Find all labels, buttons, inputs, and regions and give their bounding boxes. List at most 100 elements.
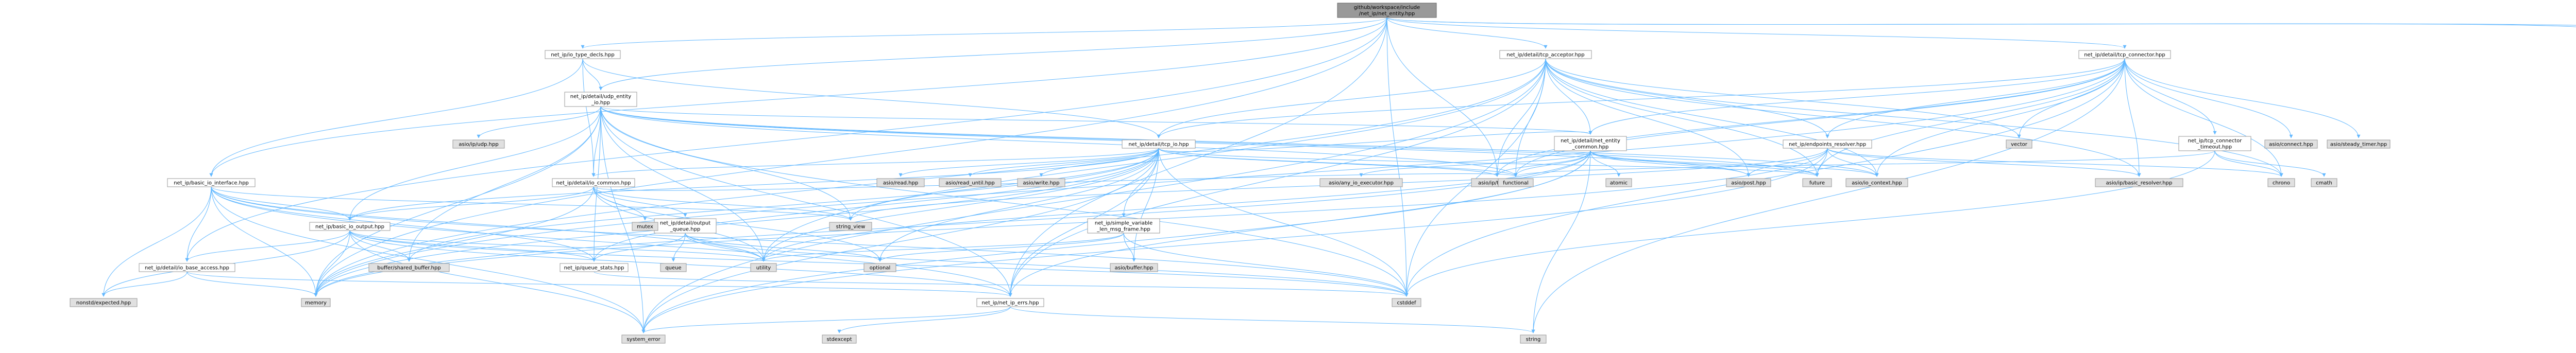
node-tcp-acceptor[interactable]: net_ip/detail/tcp_acceptor.hpp xyxy=(1499,50,1592,59)
node-root[interactable]: github/workspace/include/net_ip/net_enti… xyxy=(1337,3,1437,18)
edge-io_common-to-basic_io_output xyxy=(348,186,594,221)
edge-tcp_io-to-cstddef xyxy=(1158,148,1409,297)
edge-basic_io_output-to-memory xyxy=(314,230,350,297)
node-simple-variable-len[interactable]: net_ip/simple_variable_len_msg_frame.hpp xyxy=(1087,218,1160,234)
edge-basic_io_output-to-buffer_shared_buffer xyxy=(349,230,411,262)
node-tl-expected[interactable]: nonstd/expected.hpp xyxy=(70,298,138,307)
edge-udp_entity_io-to-system_error xyxy=(600,106,646,333)
node-atomic[interactable]: atomic xyxy=(1605,178,1632,187)
node-box xyxy=(1087,218,1160,234)
edge-udp_entity_io-to-asio_ip_udp xyxy=(477,106,601,138)
edge-net_entity_common-to-asio_post xyxy=(1590,150,1751,177)
edge-tcp_io-to-basic_io_output xyxy=(348,148,1159,221)
edge-tcp_io-to-functional xyxy=(1158,148,1518,177)
node-asio-post[interactable]: asio/post.hpp xyxy=(1726,178,1771,187)
node-future[interactable]: future xyxy=(1802,178,1832,187)
node-string-view[interactable]: string_view xyxy=(829,222,872,231)
node-cmath[interactable]: cmath xyxy=(2311,178,2337,187)
node-queue[interactable]: queue xyxy=(660,263,687,272)
node-asio-ip-basic-resolver[interactable]: asio/ip/basic_resolver.hpp xyxy=(2095,178,2183,187)
node-asio-write[interactable]: asio/write.hpp xyxy=(1017,178,1065,187)
edge-tcp_acceptor-to-tcp_io xyxy=(1157,58,1546,138)
edge-root-to-net_ip_errs xyxy=(1008,17,1387,297)
node-asio-ip-udp[interactable]: asio/ip/udp.hpp xyxy=(452,139,505,149)
node-udp-entity-io[interactable]: net_ip/detail/udp_entity_io.hpp xyxy=(564,92,637,107)
node-buffer-shared-buffer[interactable]: buffer/shared_buffer.hpp xyxy=(368,263,450,272)
edge-tcp_connector_timeout-to-functional xyxy=(1514,150,2215,177)
edge-io_type_decls-to-udp_entity_io xyxy=(582,58,603,91)
node-asio-any-io-executor[interactable]: asio/any_io_executor.hpp xyxy=(1319,178,1403,187)
node-label: future xyxy=(1809,181,1825,186)
edge-udp_entity_io-to-buffer_shared_buffer xyxy=(407,106,601,262)
node-string[interactable]: string xyxy=(1520,334,1547,344)
node-system-error[interactable]: system_error xyxy=(621,334,666,344)
node-functional[interactable]: functional xyxy=(1498,178,1534,187)
node-chrono[interactable]: chrono xyxy=(2267,178,2295,187)
node-net-ip-errs[interactable]: net_ip/net_ip_errs.hpp xyxy=(976,298,1044,307)
edge-udp_entity_io-to-basic_io_output xyxy=(348,106,601,221)
edge-tcp_connector-to-net_entity_common xyxy=(1588,58,2125,135)
edge-tcp_io-to-asio_read xyxy=(899,148,1159,177)
node-io-type-decls[interactable]: net_ip/io_type_decls.hpp xyxy=(545,50,621,59)
node-label: asio/any_io_executor.hpp xyxy=(1329,181,1394,186)
node-io-base-access[interactable]: net_ip/detail/io_base_access.hpp xyxy=(139,263,235,272)
node-asio-connect[interactable]: asio/connect.hpp xyxy=(2264,139,2318,149)
node-basic-io-interface[interactable]: net_ip/basic_io_interface.hpp xyxy=(167,178,256,187)
edge-tcp_acceptor-to-asio_ip_tcp xyxy=(1495,58,1546,177)
edge-tcp_io-to-asio_buffer xyxy=(1132,148,1159,262)
node-tcp-connector[interactable]: net_ip/detail/tcp_connector.hpp xyxy=(2078,50,2171,59)
node-output-queue[interactable]: net_ip/detail/output_queue.hpp xyxy=(654,218,717,234)
node-label: asio/post.hpp xyxy=(1731,181,1766,186)
node-optional[interactable]: optional xyxy=(863,263,896,272)
edge-basic_io_output-to-system_error xyxy=(349,230,646,333)
node-box xyxy=(2311,178,2337,187)
node-box xyxy=(368,263,450,272)
node-cstddef[interactable]: cstddef xyxy=(1392,298,1421,307)
node-io-common[interactable]: net_ip/detail/io_common.hpp xyxy=(552,178,635,187)
node-label: string_view xyxy=(836,224,866,230)
node-tcp-connector-timeout[interactable]: net_ip/tcp_connector_timeout.hpp xyxy=(2178,136,2251,151)
edge-net_entity_common-to-net_ip_errs xyxy=(1008,150,1591,297)
node-box xyxy=(70,298,138,307)
node-endpoints-resolver[interactable]: net_ip/endpoints_resolver.hpp xyxy=(1783,139,1872,149)
node-queue-stats[interactable]: net_ip/queue_stats.hpp xyxy=(560,263,629,272)
node-mutex[interactable]: mutex xyxy=(632,222,658,231)
node-label: _timeout.hpp xyxy=(2197,145,2232,150)
node-label: net_ip/detail/tcp_connector.hpp xyxy=(2084,52,2165,58)
node-box xyxy=(309,222,391,231)
node-asio-read-until[interactable]: asio/read_until.hpp xyxy=(939,178,1002,187)
edge-udp_entity_io-to-cstddef xyxy=(600,106,1409,297)
node-asio-steady-timer[interactable]: asio/steady_timer.hpp xyxy=(2327,139,2391,149)
edge-net_entity_common-to-string xyxy=(1531,150,1591,333)
dependency-edges xyxy=(101,17,2576,333)
node-basic-io-output[interactable]: net_ip/basic_io_output.hpp xyxy=(309,222,391,231)
node-asio-buffer[interactable]: asio/buffer.hpp xyxy=(1110,263,1158,272)
edge-io_common-to-string_view xyxy=(593,186,853,221)
node-utility[interactable]: utility xyxy=(750,263,777,272)
edge-tcp_connector-to-asio_io_context xyxy=(1875,58,2125,177)
node-asio-io-context[interactable]: asio/io_context.hpp xyxy=(1845,178,1908,187)
edge-basic_io_interface-to-cstddef xyxy=(211,186,1409,297)
edge-tcp_connector-to-tcp_connector_timeout xyxy=(2124,58,2217,135)
edge-queue_stats-to-cstddef xyxy=(594,271,1409,297)
node-memory[interactable]: memory xyxy=(301,298,331,307)
edge-basic_io_interface-to-net_ip_errs xyxy=(211,186,1012,297)
node-box xyxy=(621,334,666,344)
edge-tcp_connector-to-tcp_io xyxy=(1157,58,2125,138)
node-asio-read[interactable]: asio/read.hpp xyxy=(876,178,925,187)
node-vector[interactable]: vector xyxy=(2006,139,2032,149)
node-box xyxy=(939,178,1002,187)
node-stdexcept[interactable]: stdexcept xyxy=(822,334,857,344)
node-label: net_ip/detail/output xyxy=(660,221,710,226)
edge-tcp_connector-to-chrono xyxy=(2124,58,2283,177)
edge-udp_entity_io-to-functional xyxy=(600,106,1518,177)
node-label: cstddef xyxy=(1397,301,1416,306)
node-net-entity-common[interactable]: net_ip/detail/net_entity_common.hpp xyxy=(1554,136,1627,151)
edge-tcp_acceptor-to-future xyxy=(1545,58,1819,177)
node-box xyxy=(167,178,256,187)
node-tcp-io[interactable]: net_ip/detail/tcp_io.hpp xyxy=(1122,139,1196,149)
edge-output_queue-to-cstddef xyxy=(685,233,1409,297)
node-box xyxy=(139,263,235,272)
node-box xyxy=(1726,178,1771,187)
